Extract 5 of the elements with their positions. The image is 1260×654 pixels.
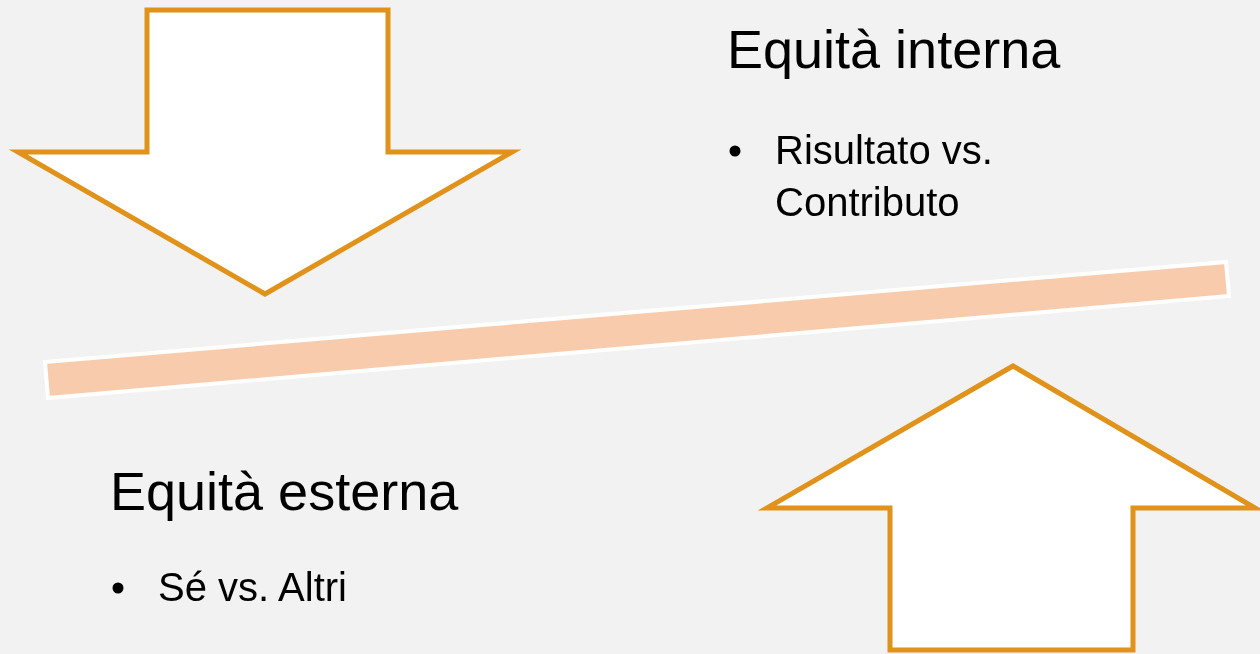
bullet-text: Sé vs. Altri (158, 564, 347, 611)
heading: Equità interna (727, 20, 1061, 80)
seesaw-beam (42, 259, 1232, 401)
bullet-text: Risultato vs. Contributo (775, 127, 994, 226)
heading: Equità esterna (110, 462, 459, 522)
